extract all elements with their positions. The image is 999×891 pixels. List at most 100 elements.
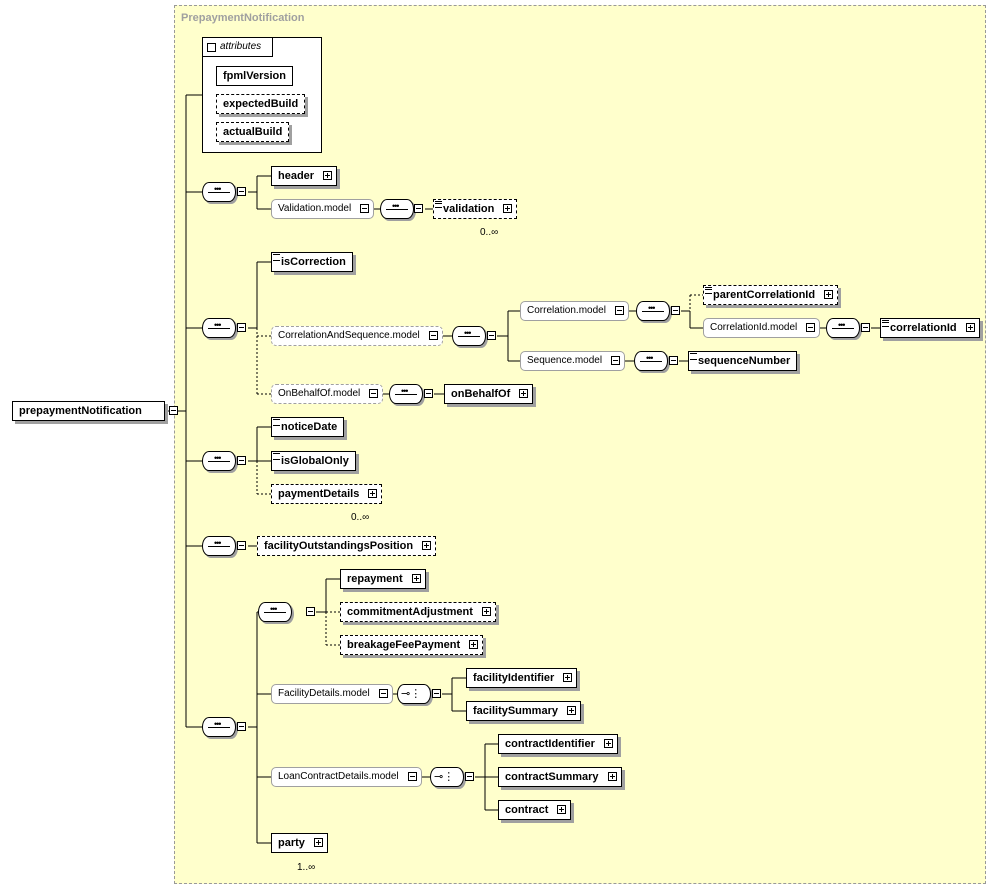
expand-icon[interactable] [607, 772, 617, 781]
element-contractIdentifier[interactable]: contractIdentifier [498, 734, 618, 754]
choice-compositor-contract[interactable]: ⊸⋮ [430, 767, 464, 787]
expand-icon[interactable] [503, 204, 513, 213]
element-paymentDetails[interactable]: paymentDetails [271, 484, 386, 507]
collapse-icon[interactable] [487, 331, 496, 340]
sequence-compositor-correlation-id[interactable] [826, 318, 860, 338]
element-noticeDate[interactable]: noticeDate [271, 417, 345, 437]
group-correlation-and-sequence-model[interactable]: CorrelationAndSequence.model [271, 326, 443, 346]
element-commitmentAdjustment[interactable]: commitmentAdjustment [340, 602, 496, 622]
collapse-icon[interactable] [360, 204, 370, 213]
root-element-prepaymentNotification[interactable]: prepaymentNotification [12, 401, 178, 421]
attribute-actualBuild[interactable]: actualBuild [216, 122, 290, 142]
cardinality-label: 0..∞ [480, 227, 499, 238]
group-loan-contract-details-model[interactable]: LoanContractDetails.model [271, 767, 422, 787]
collapse-icon[interactable] [207, 43, 216, 52]
group-validation-model[interactable]: Validation.model [271, 199, 375, 219]
expand-icon[interactable] [566, 706, 576, 715]
group-correlation-model[interactable]: Correlation.model [520, 301, 629, 321]
collapse-icon[interactable] [669, 356, 678, 365]
element-repayment[interactable]: repayment [340, 569, 426, 589]
collapse-icon[interactable] [237, 187, 246, 196]
collapse-icon[interactable] [465, 772, 474, 781]
element-facilitySummary[interactable]: facilitySummary [466, 701, 581, 721]
element-type-icon [435, 201, 442, 208]
collapse-icon[interactable] [861, 323, 870, 332]
element-type-icon [273, 419, 280, 426]
collapse-icon[interactable] [432, 689, 441, 698]
collapse-icon[interactable] [407, 772, 417, 781]
expand-icon[interactable] [481, 607, 491, 616]
collapse-icon[interactable] [369, 389, 379, 398]
collapse-icon[interactable] [237, 722, 246, 731]
expand-icon[interactable] [965, 323, 975, 332]
element-type-icon [882, 320, 889, 327]
attribute-fpmlVersion[interactable]: fpmlVersion [216, 66, 293, 86]
element-type-icon [273, 453, 280, 460]
element-type-icon [273, 254, 280, 261]
element-onBehalfOf[interactable]: onBehalfOf [444, 384, 534, 404]
group-sequence-model[interactable]: Sequence.model [520, 351, 626, 371]
group-on-behalf-of-model[interactable]: OnBehalfOf.model [271, 384, 384, 404]
element-contract[interactable]: contract [498, 800, 572, 820]
element-type-icon [705, 287, 712, 294]
expand-icon[interactable] [323, 171, 333, 180]
element-party[interactable]: party [271, 833, 331, 856]
collapse-icon[interactable] [378, 689, 388, 698]
expand-icon[interactable] [824, 290, 834, 299]
cardinality-label: 0..∞ [351, 512, 370, 523]
sequence-compositor-correlation[interactable] [636, 301, 670, 321]
element-breakageFeePayment[interactable]: breakageFeePayment [340, 635, 484, 655]
element-sequenceNumber[interactable]: sequenceNumber [688, 351, 798, 371]
expand-icon[interactable] [368, 489, 378, 498]
element-type-icon [690, 353, 697, 360]
diagram-title: PrepaymentNotification [181, 12, 305, 24]
sequence-compositor-3[interactable] [202, 451, 236, 471]
cardinality-label: 1..∞ [297, 862, 316, 873]
collapse-icon[interactable] [237, 456, 246, 465]
sequence-compositor-sequence[interactable] [634, 351, 668, 371]
collapse-icon[interactable] [614, 306, 624, 315]
element-isCorrection[interactable]: isCorrection [271, 252, 353, 272]
element-facilityOutstandingsPosition[interactable]: facilityOutstandingsPosition [257, 536, 437, 556]
element-header[interactable]: header [271, 166, 338, 186]
attributes-header[interactable]: attributes [203, 38, 273, 57]
element-parentCorrelationId[interactable]: parentCorrelationId [703, 285, 839, 305]
element-validation[interactable]: validation [433, 199, 521, 222]
element-contractSummary[interactable]: contractSummary [498, 767, 622, 787]
sequence-compositor-validation[interactable] [380, 199, 414, 219]
sequence-compositor-5[interactable] [202, 717, 236, 737]
collapse-icon[interactable] [237, 323, 246, 332]
sequence-compositor-on-behalf-of[interactable] [389, 384, 423, 404]
expand-icon[interactable] [411, 574, 421, 583]
element-facilityIdentifier[interactable]: facilityIdentifier [466, 668, 578, 688]
sequence-compositor-1[interactable] [202, 182, 236, 202]
collapse-icon[interactable] [611, 356, 621, 365]
attribute-expectedBuild[interactable]: expectedBuild [216, 94, 306, 114]
collapse-icon[interactable] [237, 541, 246, 550]
collapse-icon[interactable] [168, 406, 178, 415]
choice-compositor-facility[interactable]: ⊸⋮ [397, 684, 431, 704]
element-correlationId[interactable]: correlationId [880, 318, 980, 338]
collapse-icon[interactable] [806, 323, 816, 332]
root-element-label: prepaymentNotification [19, 405, 142, 417]
expand-icon[interactable] [519, 389, 529, 398]
collapse-icon[interactable] [671, 306, 680, 315]
collapse-icon[interactable] [414, 204, 423, 213]
expand-icon[interactable] [469, 640, 479, 649]
sequence-compositor-4[interactable] [202, 536, 236, 556]
element-isGlobalOnly[interactable]: isGlobalOnly [271, 451, 356, 471]
group-correlation-id-model[interactable]: CorrelationId.model [703, 318, 821, 338]
group-facility-details-model[interactable]: FacilityDetails.model [271, 684, 393, 704]
expand-icon[interactable] [557, 805, 567, 814]
expand-icon[interactable] [603, 739, 613, 748]
expand-icon[interactable] [422, 541, 432, 550]
sequence-compositor-payments[interactable] [258, 602, 292, 622]
expand-icon[interactable] [313, 838, 323, 847]
collapse-icon[interactable] [424, 389, 433, 398]
sequence-compositor-correlation-and-sequence[interactable] [452, 326, 486, 346]
expand-icon[interactable] [563, 673, 573, 682]
collapse-icon[interactable] [306, 607, 315, 616]
sequence-compositor-2[interactable] [202, 318, 236, 338]
collapse-icon[interactable] [428, 331, 438, 340]
